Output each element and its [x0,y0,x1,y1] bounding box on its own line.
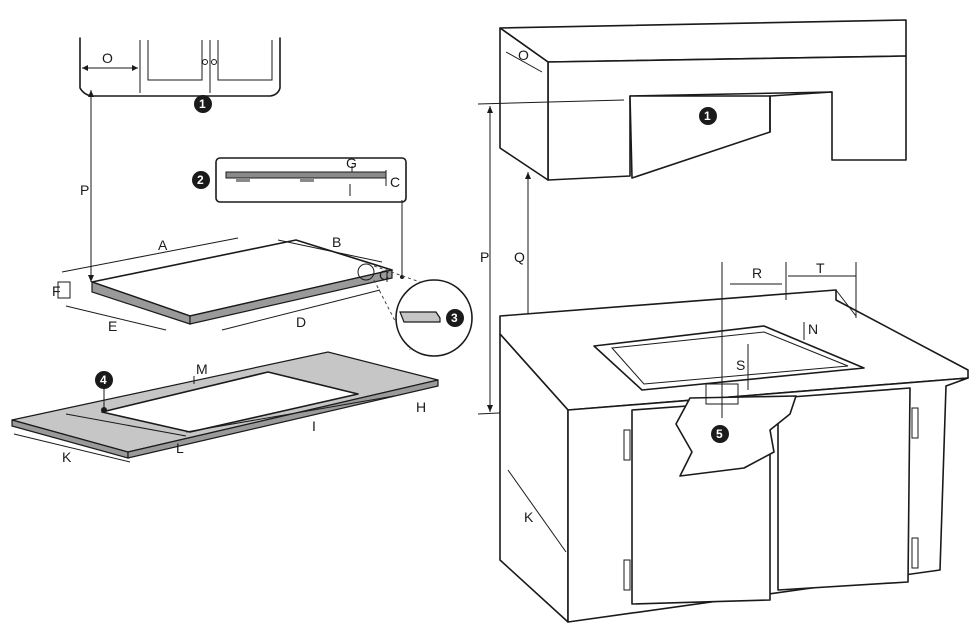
label-C-hob: C [379,267,389,283]
label-O: O [102,50,113,66]
label-M: M [196,361,208,377]
label-H: H [416,399,426,415]
label-P-left: P [80,182,89,198]
label-R: R [752,265,762,281]
label-N: N [808,321,818,337]
callout-1-left: 1 [194,95,212,113]
base-cabinet: 5 R T S N K [499,260,969,623]
callout-5: 5 [716,427,723,441]
callout-4: 4 [100,373,107,387]
label-P-right: P [480,249,489,265]
wall-cabinet-left: O [79,37,281,97]
dimension-P-left: P [80,90,94,282]
label-O-right: O [518,47,529,63]
countertop-cutout: K I L H M 4 [11,351,439,465]
label-I: I [312,418,316,434]
label-E: E [108,318,117,334]
label-Q: Q [514,249,525,265]
label-G: G [346,155,357,171]
label-F: F [52,283,61,299]
label-K-left: K [62,449,72,465]
label-S: S [736,357,745,373]
label-T: T [816,260,825,276]
label-B: B [332,234,341,250]
callout-2: 2 [197,173,204,187]
callout-1-right: 1 [704,109,711,123]
label-L: L [176,440,184,456]
svg-text:1: 1 [199,97,206,111]
hob: A B E D F C [52,234,404,334]
detail-2-box: G C 2 [192,155,407,276]
label-K-right: K [524,509,534,525]
range-hood: O 1 [499,19,907,181]
label-C-detail: C [390,174,400,190]
label-A: A [158,237,168,253]
label-D: D [296,314,306,330]
detail-3-magnifier: 3 [373,265,473,357]
callout-3: 3 [451,311,458,325]
